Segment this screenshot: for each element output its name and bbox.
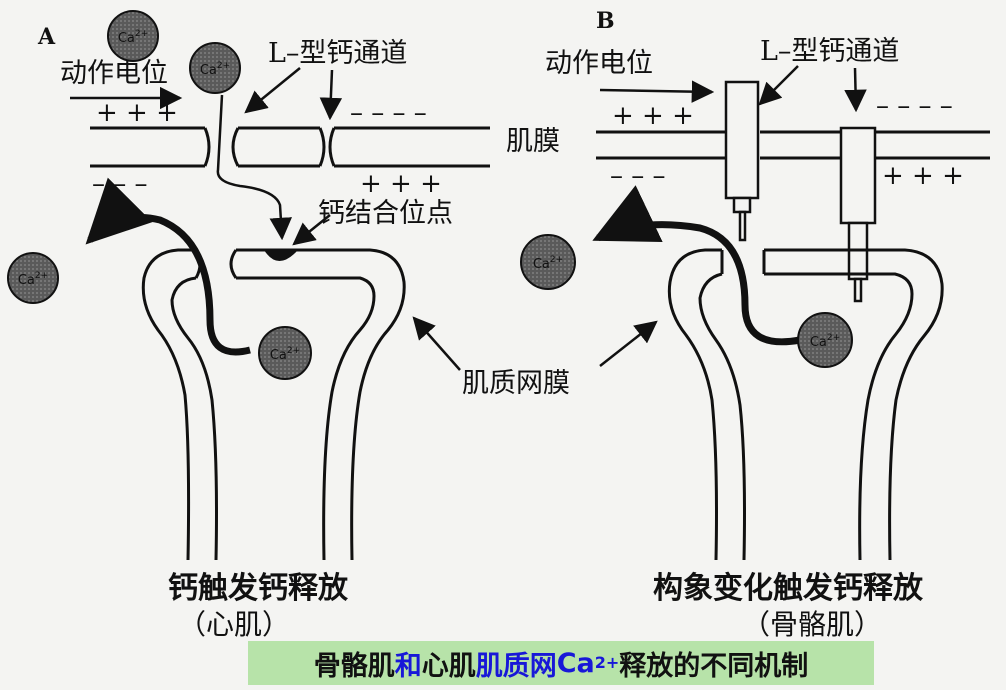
caption-rest: 释放的不同机制 bbox=[619, 650, 809, 682]
panel-a-charge-plus-top: + + + bbox=[96, 98, 178, 128]
panel-a: A 动作电位 L–型钙通道 + + + – – – – – – – + + + … bbox=[7, 10, 490, 641]
panel-b-calcium-ion-stored: Ca2+ bbox=[797, 312, 853, 368]
panel-b-charge-plus-top: + + + bbox=[612, 101, 694, 131]
panel-a-letter: A bbox=[37, 24, 56, 50]
panel-b-action-potential-arrow bbox=[599, 80, 715, 103]
panel-b-action-potential-label: 动作电位 bbox=[545, 48, 653, 79]
panel-a-sarcolemma-membrane bbox=[90, 126, 490, 168]
sarcolemma-label: 肌膜 bbox=[506, 126, 560, 157]
panel-b-calcium-release-path bbox=[592, 185, 801, 346]
panel-a-mechanism-label: 钙触发钙释放 bbox=[168, 571, 349, 606]
panel-a-calcium-influx-path bbox=[216, 94, 293, 241]
panel-b-sarcolemma-membrane bbox=[596, 130, 990, 160]
panel-b-l-channel-label: L–型钙通道 bbox=[760, 36, 899, 67]
panel-b-l-channel-pointer-1 bbox=[758, 65, 799, 106]
panel-a-charge-plus-bottom: + + + bbox=[360, 169, 442, 199]
panel-a-charge-minus-top: – – – – bbox=[350, 98, 427, 128]
figure-caption: 骨骼肌 和 心肌 肌质网 Ca 2+ 释放的不同机制 bbox=[248, 641, 874, 685]
panel-a-l-channel-pointer-1 bbox=[244, 67, 301, 114]
panel-a-charge-minus-bottom: – – – bbox=[92, 169, 148, 199]
panel-a-sr-membrane bbox=[141, 248, 406, 561]
panel-b-l-channel-1 bbox=[724, 80, 760, 242]
panel-a-action-potential-label: 动作电位 bbox=[60, 58, 168, 89]
panel-a-l-channel-pointer-2 bbox=[319, 69, 343, 121]
caption-and: 和 bbox=[394, 650, 422, 682]
panel-b-muscle-label: （骨骼肌） bbox=[742, 608, 882, 641]
panel-b-l-channel-2 bbox=[839, 126, 877, 303]
panel-a-calcium-ion-entering: Ca2+ bbox=[189, 42, 241, 94]
caption-skeletal: 骨骼肌 bbox=[313, 650, 395, 682]
sr-pointer-right bbox=[599, 320, 658, 367]
panel-a-binding-site bbox=[264, 250, 298, 261]
sr-pointer-left bbox=[412, 316, 461, 371]
panel-a-calcium-release-path bbox=[85, 177, 251, 356]
panel-b-charge-minus-bottom: – – – bbox=[610, 161, 666, 191]
panel-b-mechanism-label: 构象变化触发钙释放 bbox=[653, 571, 924, 606]
panel-b-letter: B bbox=[596, 8, 615, 34]
panel-a-l-channel-label: L–型钙通道 bbox=[268, 38, 407, 69]
caption-cardiac: 心肌 bbox=[421, 650, 476, 682]
caption-ca: Ca bbox=[556, 647, 595, 679]
panel-b-calcium-ion-released: Ca2+ bbox=[520, 234, 576, 290]
panel-b-charge-minus-top: – – – – bbox=[876, 91, 953, 121]
sr-label: 肌质网膜 bbox=[462, 368, 570, 399]
panel-b-sr-membrane bbox=[667, 248, 944, 561]
panel-a-calcium-ion-stored: Ca2+ bbox=[258, 326, 312, 380]
panel-a-muscle-label: （心肌） bbox=[178, 608, 290, 641]
panel-b-l-channel-pointer-2 bbox=[844, 67, 867, 113]
panel-a-calcium-ion-released: Ca2+ bbox=[7, 252, 59, 304]
caption-sr: 肌质网 bbox=[475, 650, 557, 682]
panel-b-charge-plus-bottom: + + + bbox=[882, 161, 964, 191]
panel-a-calcium-ion-top: Ca2+ bbox=[107, 10, 159, 62]
panel-a-binding-site-pointer bbox=[292, 214, 331, 246]
panel-a-binding-site-label: 钙结合位点 bbox=[318, 198, 453, 229]
panel-b: B 动作电位 L–型钙通道 肌膜 + + + – – – – – – – + +… bbox=[412, 8, 990, 641]
